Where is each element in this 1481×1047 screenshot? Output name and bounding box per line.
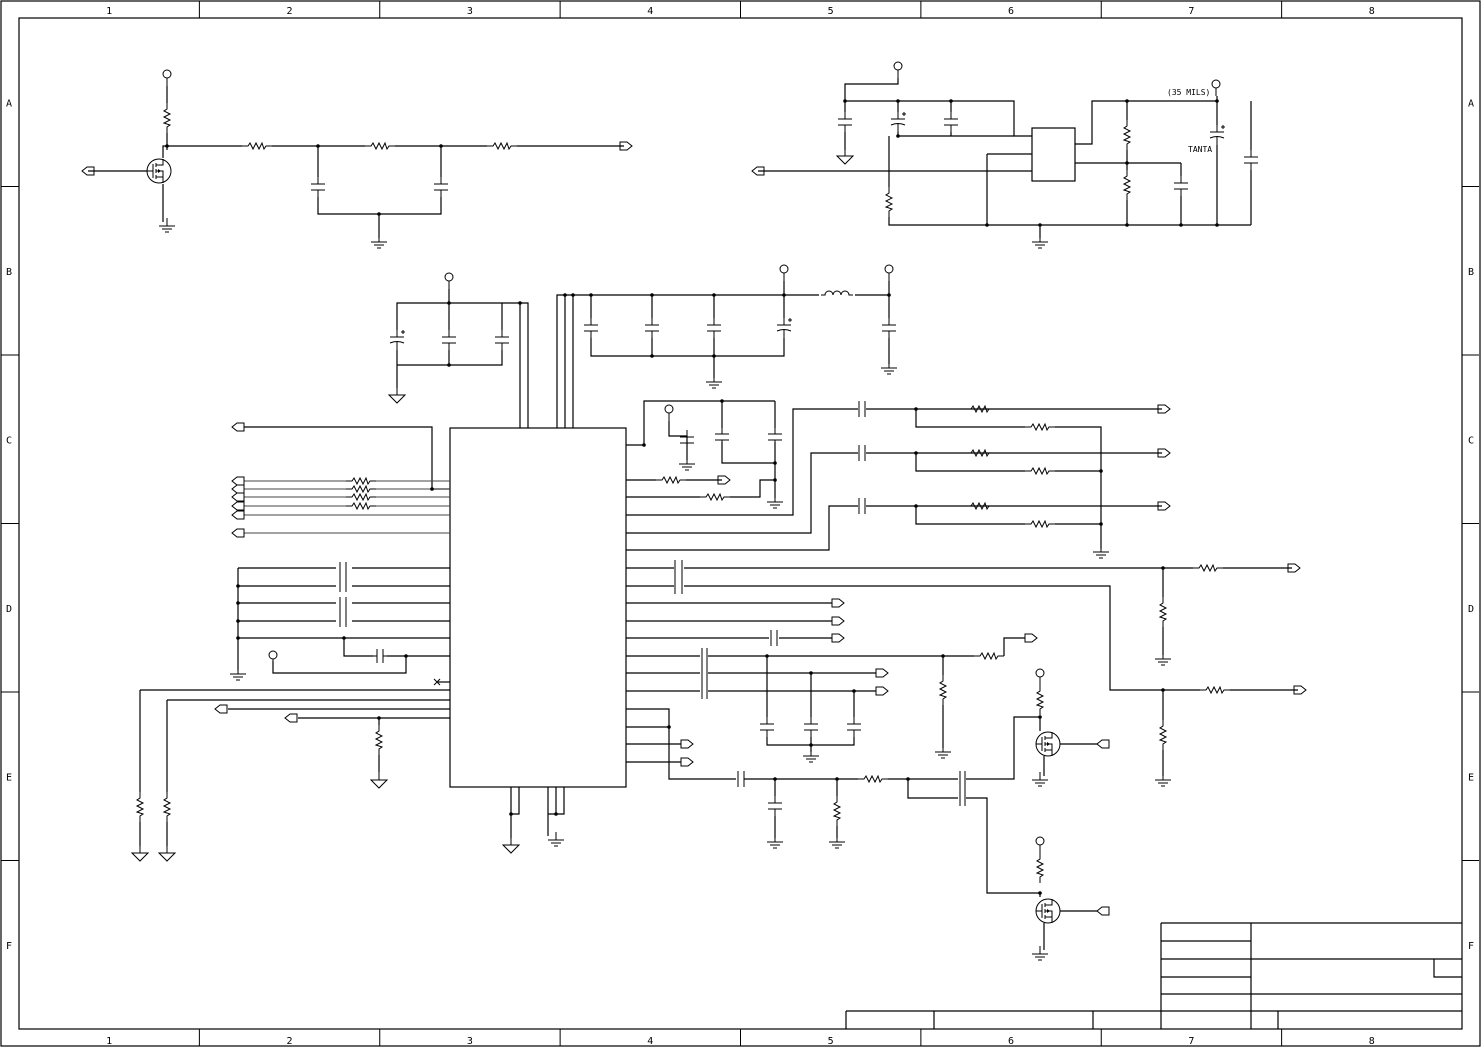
main-ic-left-nets — [131, 422, 450, 862]
row-label-left-F: F — [6, 941, 12, 952]
column-label-bottom-4: 4 — [647, 1036, 653, 1047]
row-label-left-C: C — [6, 435, 12, 446]
row-label-right-C: C — [1468, 435, 1474, 446]
column-label-top-3: 3 — [467, 6, 473, 17]
column-label-bottom-5: 5 — [828, 1036, 834, 1047]
decoupling-left — [388, 272, 529, 428]
column-label-bottom-1: 1 — [106, 1036, 112, 1047]
column-label-top-7: 7 — [1188, 6, 1194, 17]
column-label-top-5: 5 — [828, 6, 834, 17]
column-label-top-4: 4 — [647, 6, 653, 17]
column-label-bottom-7: 7 — [1188, 1036, 1194, 1047]
regulator-circuit: (35 MILS) TANTA — [751, 61, 1259, 249]
row-label-left-D: D — [6, 604, 12, 615]
row-label-left-E: E — [6, 772, 12, 783]
column-label-top-2: 2 — [287, 6, 293, 17]
row-label-left-B: B — [6, 267, 12, 278]
regulator-ic — [1031, 127, 1076, 182]
cap-type-note: TANTA — [1188, 145, 1212, 154]
main-ic-bottom-nets — [502, 787, 565, 854]
column-label-top-1: 1 — [106, 6, 112, 17]
row-label-right-F: F — [1468, 941, 1474, 952]
column-label-bottom-8: 8 — [1369, 1036, 1375, 1047]
column-label-bottom-6: 6 — [1008, 1036, 1014, 1047]
column-label-bottom-3: 3 — [467, 1036, 473, 1047]
row-label-right-E: E — [1468, 772, 1474, 783]
input-filter-circuit — [81, 69, 633, 249]
column-label-top-6: 6 — [1008, 6, 1014, 17]
row-label-right-B: B — [1468, 267, 1474, 278]
row-label-left-A: A — [6, 98, 12, 109]
column-label-bottom-2: 2 — [287, 1036, 293, 1047]
main-ic-right-nets — [626, 399, 1307, 897]
decoupling-right — [556, 264, 898, 428]
main-ic — [449, 427, 627, 788]
row-label-right-D: D — [1468, 604, 1474, 615]
column-label-top-8: 8 — [1369, 6, 1375, 17]
output-fets — [1031, 668, 1110, 961]
row-label-right-A: A — [1468, 98, 1474, 109]
trace-width-note: (35 MILS) — [1167, 88, 1210, 97]
title-block — [845, 922, 1462, 1029]
